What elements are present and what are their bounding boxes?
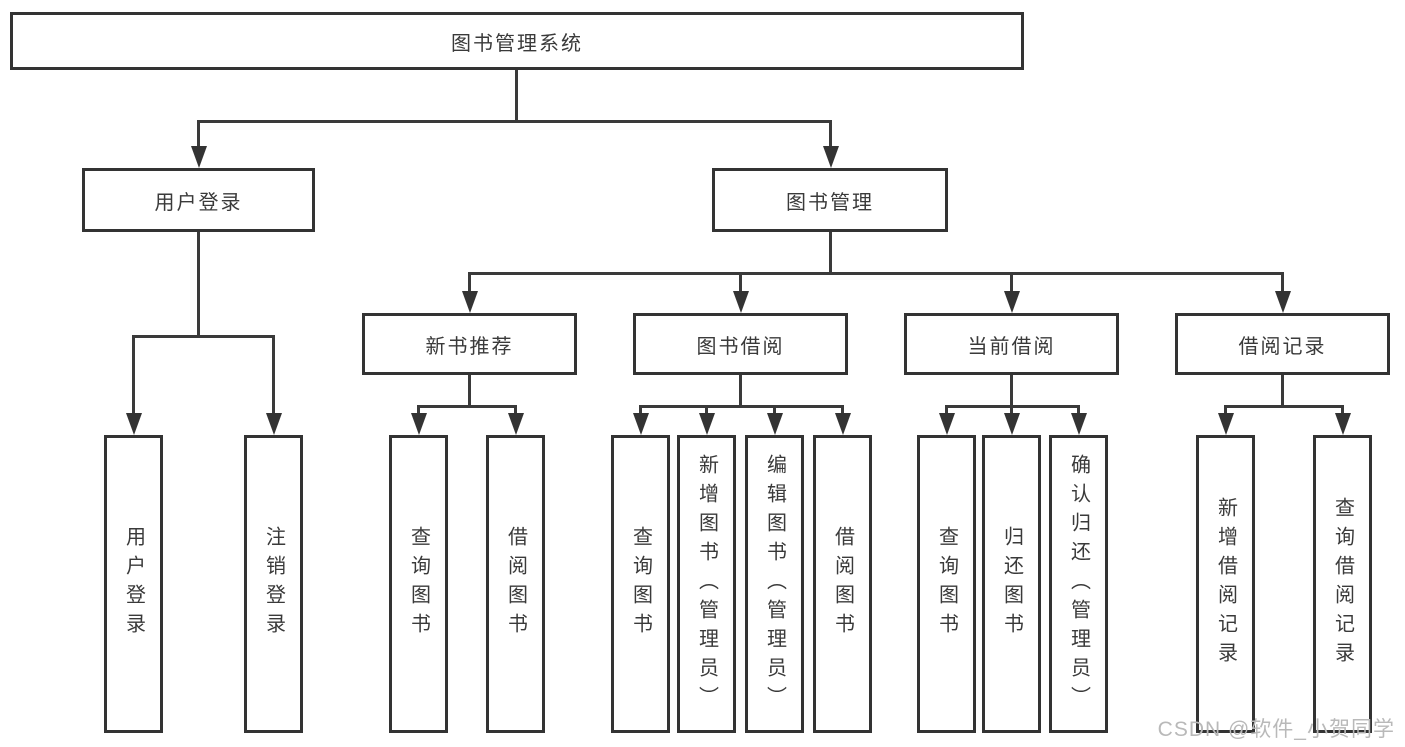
- connector-arrow-line: [272, 335, 275, 415]
- leaf-label: 新增图书（管理员）: [695, 453, 718, 715]
- leaf-label: 新增借阅记录: [1214, 497, 1237, 671]
- arrow-down-icon: [266, 413, 282, 435]
- connector-arrow-line: [773, 405, 776, 419]
- connector-arrow-line: [739, 272, 742, 294]
- arrow-down-icon: [699, 413, 715, 435]
- connector-recommend-bus: [417, 405, 517, 408]
- leaf-label: 注销登录: [262, 526, 285, 642]
- connector-arrow-line: [1341, 405, 1344, 419]
- node-label: 借阅记录: [1238, 335, 1327, 358]
- leaf-query-books-current: 查询图书: [917, 435, 976, 733]
- node-label: 图书管理: [786, 191, 874, 214]
- leaf-label: 查询借阅记录: [1331, 497, 1354, 671]
- node-label: 图书借阅: [696, 335, 785, 358]
- node-current-borrowing: 当前借阅: [904, 313, 1119, 375]
- node-label: 当前借阅: [967, 335, 1056, 358]
- leaf-label: 确认归还（管理员）: [1067, 453, 1090, 715]
- node-label: 用户登录: [154, 191, 243, 214]
- arrow-down-icon: [835, 413, 851, 435]
- arrow-down-icon: [767, 413, 783, 435]
- connector-arrow-line: [705, 405, 708, 419]
- node-label: 图书管理系统: [451, 32, 583, 55]
- leaf-query-books-recommend: 查询图书: [389, 435, 448, 733]
- connector-arrow-line: [829, 120, 832, 150]
- csdn-watermark: CSDN @软件_小贺同学: [1157, 718, 1395, 741]
- leaf-logout: 注销登录: [244, 435, 303, 733]
- leaf-label: 查询图书: [629, 526, 652, 642]
- connector-arrow-line: [1281, 272, 1284, 294]
- node-book-management: 图书管理: [712, 168, 948, 232]
- connector-arrow-line: [468, 272, 471, 294]
- leaf-borrow-books: 借阅图书: [813, 435, 872, 733]
- arrow-down-icon: [1218, 413, 1234, 435]
- arrow-down-icon: [733, 291, 749, 313]
- connector-arrow-line: [945, 405, 948, 419]
- connector-level3-bus: [468, 272, 1284, 275]
- leaf-return-books: 归还图书: [982, 435, 1041, 733]
- connector-arrow-line: [197, 120, 200, 150]
- connector-arrow-line: [514, 405, 517, 419]
- leaf-user-login: 用户登录: [104, 435, 163, 733]
- connector-records-bus: [1224, 405, 1344, 408]
- node-label: 新书推荐: [425, 335, 514, 358]
- connector-recommend-stem: [468, 375, 471, 405]
- connector-arrow-line: [1010, 405, 1013, 419]
- arrow-down-icon: [1275, 291, 1291, 313]
- arrow-down-icon: [411, 413, 427, 435]
- leaf-label: 用户登录: [122, 526, 145, 642]
- arrow-down-icon: [1335, 413, 1351, 435]
- leaf-label: 归还图书: [1000, 526, 1023, 642]
- arrow-down-icon: [633, 413, 649, 435]
- connector-root-stem: [515, 70, 518, 120]
- leaf-label: 借阅图书: [504, 526, 527, 642]
- leaf-confirm-return-admin: 确认归还（管理员）: [1049, 435, 1108, 733]
- connector-borrowing-stem: [739, 375, 742, 405]
- node-user-login: 用户登录: [82, 168, 315, 232]
- arrow-down-icon: [939, 413, 955, 435]
- node-new-book-recommend: 新书推荐: [362, 313, 577, 375]
- leaf-query-books-borrow: 查询图书: [611, 435, 670, 733]
- arrow-down-icon: [508, 413, 524, 435]
- leaf-query-borrow-record: 查询借阅记录: [1313, 435, 1372, 733]
- connector-arrow-line: [132, 335, 135, 415]
- connector-management-stem: [829, 232, 832, 272]
- arrow-down-icon: [1004, 291, 1020, 313]
- arrow-down-icon: [1004, 413, 1020, 435]
- arrow-down-icon: [126, 413, 142, 435]
- arrow-down-icon: [1071, 413, 1087, 435]
- leaf-label: 借阅图书: [831, 526, 854, 642]
- connector-arrow-line: [1010, 272, 1013, 294]
- connector-borrowing-bus: [639, 405, 844, 408]
- arrow-down-icon: [462, 291, 478, 313]
- connector-arrow-line: [1224, 405, 1227, 419]
- connector-arrow-line: [1077, 405, 1080, 419]
- arrow-down-icon: [191, 146, 207, 168]
- connector-arrow-line: [417, 405, 420, 419]
- node-borrowing-records: 借阅记录: [1175, 313, 1390, 375]
- leaf-add-borrow-record: 新增借阅记录: [1196, 435, 1255, 733]
- leaf-label: 编辑图书（管理员）: [763, 453, 786, 715]
- connector-records-stem: [1281, 375, 1284, 405]
- connector-arrow-line: [639, 405, 642, 419]
- connector-arrow-line: [841, 405, 844, 419]
- leaf-edit-books-admin: 编辑图书（管理员）: [745, 435, 804, 733]
- connector-current-stem: [1010, 375, 1013, 405]
- arrow-down-icon: [823, 146, 839, 168]
- leaf-label: 查询图书: [935, 526, 958, 642]
- leaf-add-books-admin: 新增图书（管理员）: [677, 435, 736, 733]
- leaf-label: 查询图书: [407, 526, 430, 642]
- node-book-borrowing: 图书借阅: [633, 313, 848, 375]
- leaf-borrow-books-recommend: 借阅图书: [486, 435, 545, 733]
- connector-login-stem: [197, 232, 200, 335]
- connector-login-bus: [132, 335, 275, 338]
- node-library-system: 图书管理系统: [10, 12, 1024, 70]
- connector-level2-bus: [197, 120, 832, 123]
